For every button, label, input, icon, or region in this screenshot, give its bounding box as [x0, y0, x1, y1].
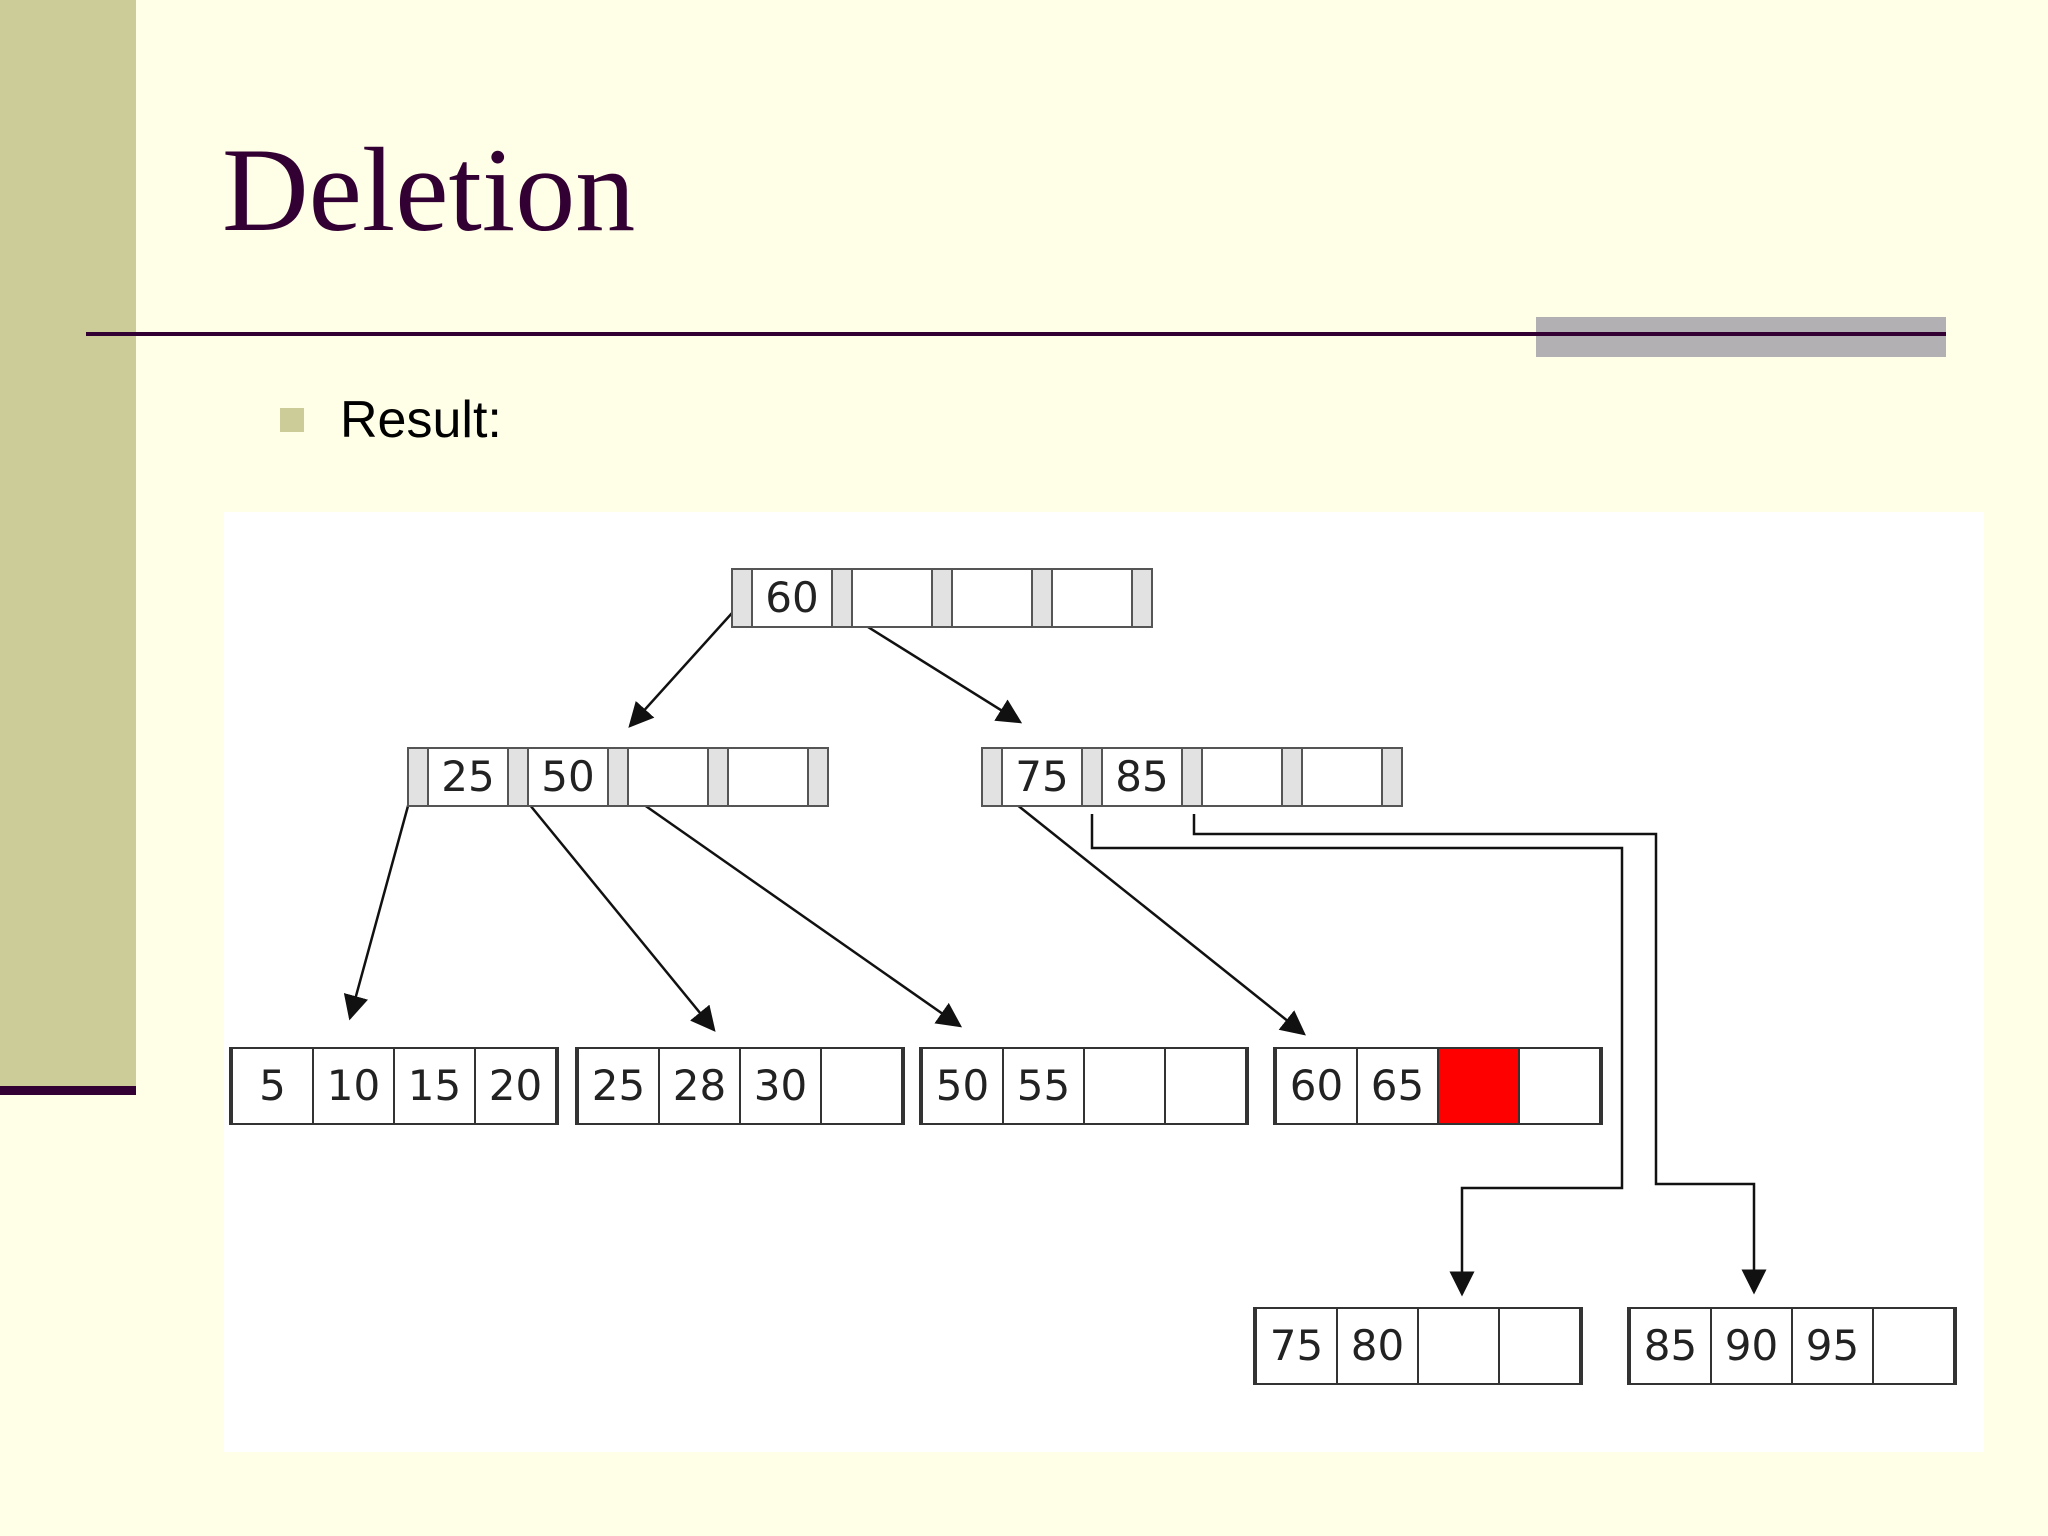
- title-rule-shade: [1536, 317, 1946, 357]
- leaf-node-6: 85 90 95: [1627, 1307, 1957, 1385]
- pointer-slot: [507, 747, 529, 807]
- pointer-slot: [707, 747, 729, 807]
- key-label: 50: [936, 1061, 989, 1110]
- slide-title: Deletion: [222, 123, 636, 256]
- tree-edges: [343, 601, 1767, 1297]
- edge-root-left: [628, 601, 743, 728]
- deleted-key-slot: [1437, 1047, 1520, 1125]
- key-label: 90: [1725, 1321, 1778, 1370]
- key-slot: [1791, 1307, 1874, 1385]
- edge-left-leaf2: [515, 787, 716, 1032]
- key-label: 75: [1270, 1321, 1323, 1370]
- pointer-slot: [407, 747, 429, 807]
- key-slot: [851, 568, 933, 628]
- pointer-slot: [1081, 747, 1103, 807]
- leaf-node-1: 5 10 15 20: [229, 1047, 559, 1125]
- pointer-slot: [1031, 568, 1053, 628]
- key-slot: [577, 1047, 660, 1125]
- root-node: 60: [731, 568, 1153, 628]
- pointer-slot: [1131, 568, 1153, 628]
- bullet-square-icon: [280, 408, 304, 432]
- key-label: 15: [408, 1061, 461, 1110]
- key-label: 20: [489, 1061, 542, 1110]
- key-label: 65: [1371, 1061, 1424, 1110]
- pointer-slot: [1381, 747, 1403, 807]
- key-slot: [474, 1047, 557, 1125]
- edge-left-leaf1: [343, 783, 416, 1021]
- leaf-node-5: 75 80: [1253, 1307, 1583, 1385]
- key-label: 30: [754, 1061, 807, 1110]
- bullet-result: Result:: [340, 391, 502, 449]
- key-label: 25: [592, 1061, 645, 1110]
- key-label: 28: [673, 1061, 726, 1110]
- key-slot: [1164, 1047, 1247, 1125]
- key-slot: [1201, 747, 1283, 807]
- pointer-slot: [981, 747, 1003, 807]
- key-slot: [1301, 747, 1383, 807]
- leaf-node-4: 60 65: [1273, 1047, 1603, 1125]
- key-label: 80: [1351, 1321, 1404, 1370]
- edge-right-leaf6: [1192, 814, 1767, 1295]
- accent-sidebar: [0, 0, 136, 1086]
- key-slot: [1498, 1307, 1581, 1385]
- bplus-tree-diagram: 60 25 50 75 85 5 10 15 20 25 28 30 50 55 60 65 75 80 85 90 9…: [224, 512, 1984, 1452]
- pointer-slot: [807, 747, 829, 807]
- key-slot: [1002, 1047, 1085, 1125]
- key-slot: [1051, 568, 1133, 628]
- key-slot: [921, 1047, 1004, 1125]
- pointer-slot: [1281, 747, 1303, 807]
- key-slot: [951, 568, 1033, 628]
- key-slot: [1710, 1307, 1793, 1385]
- key-label: 95: [1806, 1321, 1859, 1370]
- pointer-slot: [931, 568, 953, 628]
- title-rule: [86, 332, 1946, 336]
- edge-right-leaf5: [1090, 814, 1624, 1297]
- accent-sidebar-foot: [0, 1086, 136, 1095]
- pointer-slot: [607, 747, 629, 807]
- pointer-slot: [831, 568, 853, 628]
- leaf-node-3: 50 55: [919, 1047, 1249, 1125]
- key-slot: [739, 1047, 822, 1125]
- key-label: 10: [327, 1061, 380, 1110]
- key-slot: [627, 747, 709, 807]
- key-slot: [1255, 1307, 1338, 1385]
- tree-nodes: 60 25 50 75 85 5 10 15 20 25 28 30 50 55 60 65 75 80 85 90 9…: [229, 568, 1957, 1385]
- key-slot: [727, 747, 809, 807]
- key-slot: [527, 747, 609, 807]
- key-label: 60: [765, 573, 818, 622]
- key-slot: [1356, 1047, 1439, 1125]
- edge-left-leaf3: [619, 786, 963, 1028]
- internal-node-left: 25 50: [407, 747, 829, 807]
- key-label: 55: [1017, 1061, 1070, 1110]
- key-slot: [312, 1047, 395, 1125]
- key-slot: [1083, 1047, 1166, 1125]
- key-label: 85: [1115, 752, 1168, 801]
- edge-root-right: [843, 610, 1023, 724]
- key-label: 60: [1290, 1061, 1343, 1110]
- leaf-node-2: 25 28 30: [575, 1047, 905, 1125]
- bplus-tree-svg: 60 25 50 75 85 5 10 15 20 25 28 30 50 55 60 65 75 80 85 90 9…: [229, 568, 1957, 1385]
- pointer-slot: [1181, 747, 1203, 807]
- pointer-slot: [731, 568, 753, 628]
- key-slot: [1417, 1307, 1500, 1385]
- key-slot: [1872, 1307, 1955, 1385]
- key-slot: [1518, 1047, 1601, 1125]
- key-label: 85: [1644, 1321, 1697, 1370]
- key-label: 75: [1015, 752, 1068, 801]
- key-label: 25: [441, 752, 494, 801]
- key-slot: [393, 1047, 476, 1125]
- internal-node-right: 75 85: [981, 747, 1403, 807]
- key-label: 5: [259, 1061, 286, 1110]
- key-label: 50: [541, 752, 594, 801]
- edge-right-leaf4: [995, 787, 1306, 1036]
- key-slot: [1336, 1307, 1419, 1385]
- key-slot: [1001, 747, 1083, 807]
- key-slot: [231, 1047, 314, 1125]
- key-slot: [820, 1047, 903, 1125]
